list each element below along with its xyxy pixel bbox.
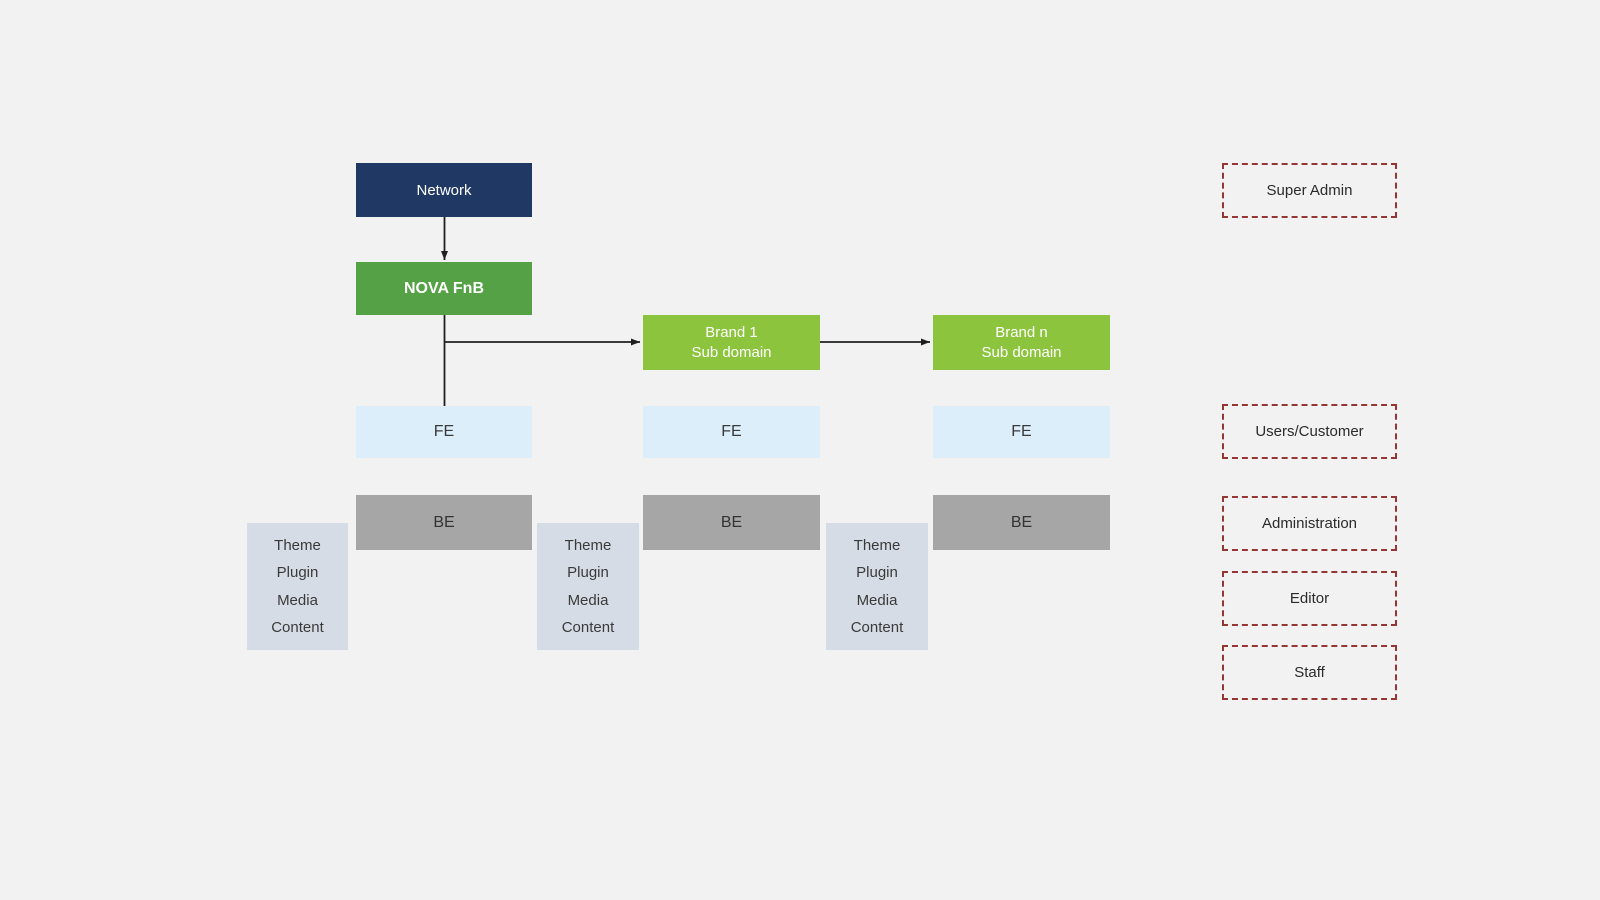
stack-item-theme: Theme: [564, 536, 612, 554]
stack-item-media: Media: [856, 591, 898, 609]
nova-fnb-label: NOVA FnB: [404, 279, 484, 297]
fe-label: FE: [1011, 423, 1032, 440]
role-label-editor: Editor: [1289, 590, 1330, 607]
role-label-administration: Administration: [1261, 515, 1358, 532]
cms-stack-main: Theme Plugin Media Content: [247, 523, 348, 650]
fe-label: FE: [721, 423, 742, 440]
brand-1-line1: Brand 1: [705, 323, 758, 341]
role-box-users-customer: Users/Customer: [1222, 404, 1397, 459]
brand-n-line1: Brand n: [995, 323, 1048, 341]
brand-1-node: Brand 1 Sub domain: [643, 315, 820, 370]
be-label: BE: [433, 513, 455, 531]
brand-1-line2: Sub domain: [691, 343, 772, 361]
stack-item-theme: Theme: [274, 536, 321, 554]
role-label-users-customer: Users/Customer: [1255, 423, 1364, 440]
brand-1-label: Brand 1 Sub domain: [691, 323, 771, 363]
stack-item-content: Content: [850, 619, 904, 637]
role-box-staff: Staff: [1222, 645, 1397, 700]
fe-node-brand-1: FE: [643, 406, 820, 458]
cms-stack-brand-n: Theme Plugin Media Content: [826, 523, 928, 650]
be-label: BE: [720, 513, 743, 531]
be-label: BE: [1010, 513, 1033, 531]
stack-item-plugin: Plugin: [856, 564, 898, 582]
stack-item-theme: Theme: [853, 536, 901, 554]
network-label: Network: [416, 181, 472, 199]
stack-item-plugin: Plugin: [276, 564, 319, 582]
brand-n-label: Brand n Sub domain: [981, 323, 1061, 363]
stack-item-plugin: Plugin: [567, 564, 609, 582]
stack-item-content: Content: [561, 619, 615, 637]
fe-label: FE: [433, 423, 455, 440]
role-box-editor: Editor: [1222, 571, 1397, 626]
be-node-main: BE: [356, 495, 532, 550]
role-label-staff: Staff: [1294, 664, 1325, 681]
fe-node-main: FE: [356, 406, 532, 458]
brand-n-node: Brand n Sub domain: [933, 315, 1110, 370]
brand-n-line2: Sub domain: [981, 343, 1062, 361]
fe-node-brand-n: FE: [933, 406, 1110, 458]
be-node-brand-n: BE: [933, 495, 1110, 550]
role-box-super-admin: Super Admin: [1222, 163, 1397, 218]
network-node: Network: [356, 163, 532, 217]
stack-item-media: Media: [277, 591, 318, 609]
stack-item-content: Content: [271, 619, 324, 637]
nova-fnb-node: NOVA FnB: [356, 262, 532, 315]
stack-item-media: Media: [567, 591, 609, 609]
cms-stack-brand-1: Theme Plugin Media Content: [537, 523, 639, 650]
role-label-super-admin: Super Admin: [1266, 182, 1353, 199]
be-node-brand-1: BE: [643, 495, 820, 550]
role-box-administration: Administration: [1222, 496, 1397, 551]
